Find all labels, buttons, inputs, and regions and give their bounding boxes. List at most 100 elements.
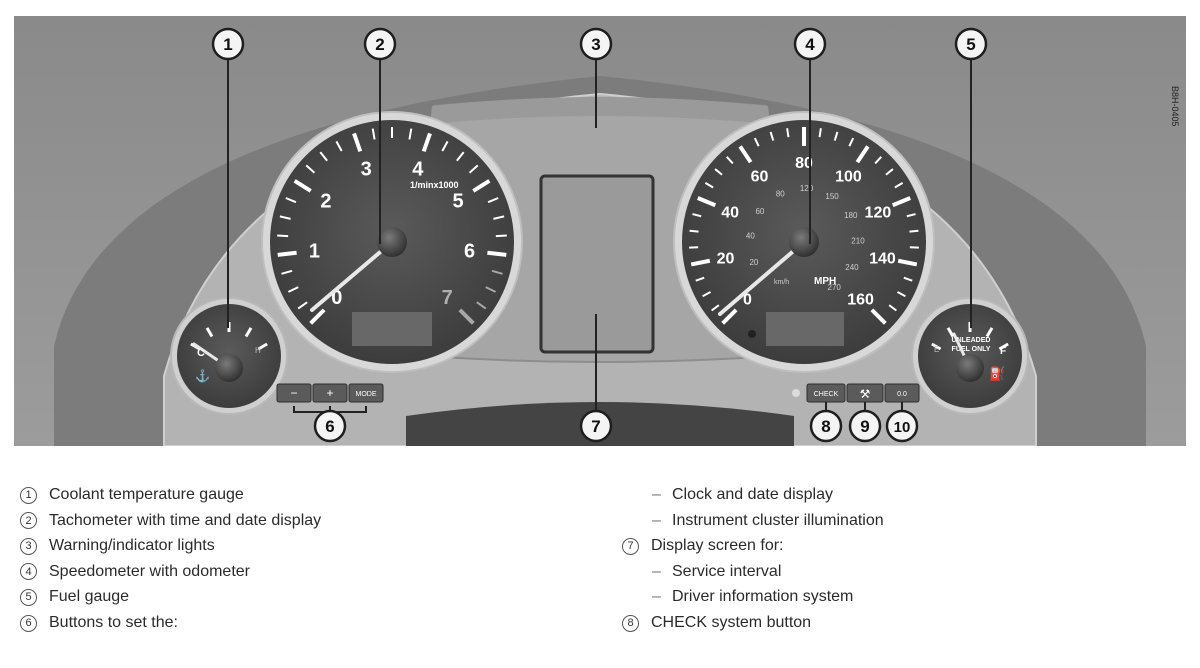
- gauge-tick: [946, 327, 955, 338]
- speedometer-kmh-number: 60: [755, 207, 764, 216]
- speedometer-tick: [692, 213, 702, 218]
- wrench-icon: ⚒: [860, 387, 871, 401]
- legend-item: –Clock and date display: [652, 486, 833, 504]
- speedometer-tick: [711, 304, 720, 312]
- button-trip-reset[interactable]: 0.0: [884, 383, 920, 403]
- legend-text: Warning/indicator lights: [49, 537, 215, 555]
- coolant-cold-label: C: [197, 347, 205, 359]
- coolant-hub: [215, 354, 243, 382]
- speedometer-kmh-number: 210: [851, 237, 865, 246]
- speedometer-tick: [695, 276, 705, 282]
- speedometer-tick: [870, 308, 887, 325]
- legend-text: Fuel gauge: [49, 588, 130, 606]
- legend-item: 3 Warning/indicator lights: [20, 537, 215, 555]
- tachometer-tick: [493, 215, 505, 220]
- tachometer-tick: [309, 308, 326, 325]
- legend-number: 7: [622, 537, 639, 555]
- fuel-gauge: UNLEADED FUEL ONLY F E ⛽: [911, 297, 1029, 415]
- tachometer-tick: [371, 128, 376, 140]
- fuel-label-line1: UNLEADED: [952, 337, 991, 344]
- legend-text: Instrument cluster illumination: [672, 511, 884, 529]
- speedometer-tick: [689, 229, 699, 233]
- legend-text: Clock and date display: [672, 486, 833, 503]
- speedometer-mph-number: 0: [743, 292, 752, 309]
- speedometer-kmh-number: 180: [844, 211, 858, 220]
- speedometer-tick: [714, 168, 723, 176]
- tachometer-tick: [487, 197, 499, 204]
- callout-8: 8: [809, 409, 843, 443]
- legend-dash: –: [652, 562, 661, 580]
- gauge-tick: [998, 342, 1009, 351]
- callout-number: 7: [591, 417, 600, 436]
- tachometer-tick: [456, 151, 465, 162]
- button-mode[interactable]: MODE: [348, 383, 384, 403]
- speedometer-hub: [789, 227, 819, 257]
- callout-number: 1: [223, 35, 232, 54]
- tachometer-time-date-display: [352, 312, 432, 346]
- callout-number: 6: [325, 417, 334, 436]
- callout-6: 6: [313, 409, 347, 443]
- speedometer-kmh-number: 120: [800, 184, 814, 193]
- speedometer-tick: [874, 156, 882, 165]
- speedometer-tick: [769, 131, 775, 141]
- button-service[interactable]: ⚒: [846, 383, 884, 403]
- speedometer-mph-number: 20: [717, 251, 735, 268]
- callout-number: 2: [375, 35, 384, 54]
- legend-text: CHECK system button: [651, 614, 812, 631]
- button-plus[interactable]: +: [312, 383, 348, 403]
- speedometer-tick: [848, 137, 855, 147]
- speedometer-kmh-label: km/h: [774, 279, 789, 286]
- callout-1: 1: [211, 27, 245, 61]
- callout-7: 7: [579, 409, 613, 443]
- callout-3: 3: [579, 27, 613, 61]
- speedometer-tick: [690, 258, 711, 267]
- svg-text:−: −: [290, 386, 297, 400]
- callout-number: 8: [821, 417, 830, 436]
- speedometer-tick: [704, 182, 714, 189]
- speedometer-tick: [702, 291, 711, 298]
- svg-text:CHECK: CHECK: [814, 391, 839, 398]
- tachometer-number: 4: [412, 158, 424, 180]
- speedometer-mph-number: 80: [795, 155, 813, 172]
- tachometer-number: 5: [452, 191, 463, 213]
- speedometer-tick: [909, 229, 919, 233]
- legend-text: Coolant temperature gauge: [49, 486, 244, 503]
- callout-number: 9: [860, 417, 869, 436]
- tachometer-hub: [377, 227, 407, 257]
- tachometer-ticks: [277, 127, 507, 325]
- tachometer-tick: [281, 269, 293, 275]
- callout-leader-lines: [227, 58, 972, 412]
- tachometer-number: 0: [331, 287, 342, 309]
- tachometer-tick: [305, 164, 316, 174]
- coolant-hot-label: H: [255, 346, 261, 355]
- gauge-tick: [931, 342, 942, 351]
- speedometer-kmh-number: 80: [776, 189, 785, 198]
- button-minus[interactable]: −: [276, 383, 312, 403]
- tachometer-tick: [277, 234, 289, 238]
- tachometer-tick: [287, 286, 299, 293]
- legend-text: Buttons to set the:: [49, 614, 178, 631]
- callout-9: 9: [848, 409, 882, 443]
- legend-dash: –: [652, 486, 661, 503]
- legend-text: Speedometer with odometer: [49, 562, 250, 580]
- speedometer-tick: [696, 196, 717, 208]
- tachometer-tick: [485, 286, 497, 293]
- tachometer-needle: [310, 240, 394, 312]
- speedometer-kmh-number: 240: [845, 263, 859, 272]
- button-check[interactable]: CHECK: [806, 383, 846, 403]
- callout-number: 10: [894, 419, 911, 436]
- legend-number: 3: [20, 537, 37, 555]
- speedometer-tick: [753, 137, 760, 147]
- speedometer-tick: [855, 145, 870, 164]
- fuel-hub: [956, 354, 984, 382]
- warning-lights-strip: [430, 97, 770, 124]
- tachometer-number: 1: [309, 241, 320, 263]
- speedometer-mph-number: 100: [835, 168, 862, 185]
- speedometer-mph-label: MPH: [814, 276, 836, 287]
